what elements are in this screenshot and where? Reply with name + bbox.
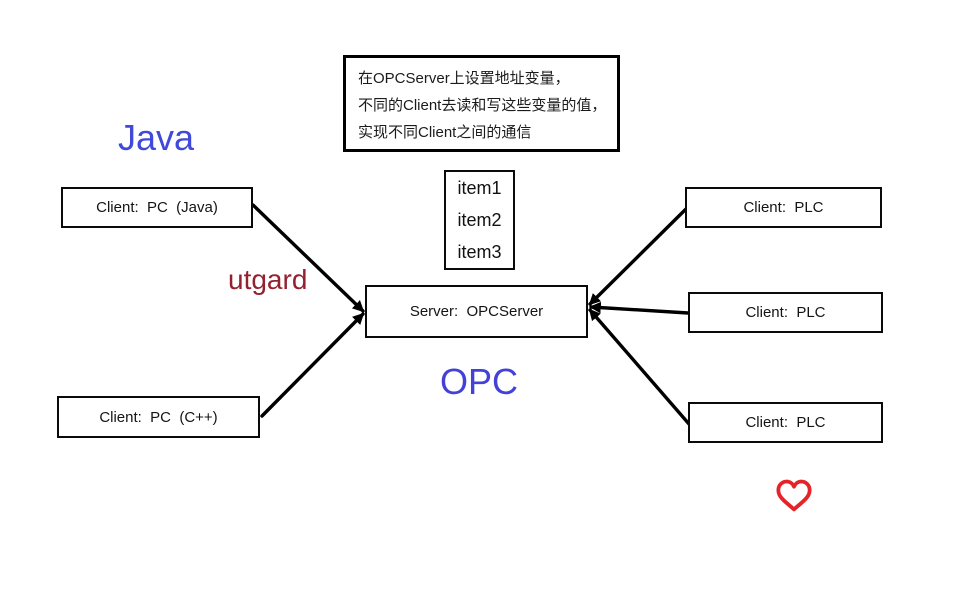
heart-outline-path	[776, 479, 812, 512]
server-box: Server: OPCServer	[365, 285, 588, 338]
client-plc-middle-label: Client: PLC	[745, 304, 826, 321]
connector-line-client-plc-middle-box	[589, 301, 690, 315]
client-plc-bottom-label: Client: PLC	[745, 414, 826, 431]
connector-line-client-plc-bottom-box	[588, 308, 691, 426]
item-3-label: item3	[457, 242, 502, 262]
client-pc-java-box: Client: PC (Java)	[61, 187, 253, 228]
note-text-line-2: 不同的Client去读和写这些变量的值，	[358, 97, 607, 114]
heart-icon	[776, 479, 812, 512]
utgard-annotation: utgard	[228, 264, 308, 295]
note-box: 在OPCServer上设置地址变量， 不同的Client去读和写这些变量的值， …	[343, 55, 620, 152]
item-2-label: item2	[457, 210, 502, 230]
client-plc-middle-box: Client: PLC	[688, 292, 883, 333]
connector-line-client-plc-top-box	[588, 205, 690, 306]
client-plc-top-label: Client: PLC	[743, 199, 824, 216]
client-pc-java-label: Client: PC (Java)	[96, 199, 218, 216]
java-annotation: Java	[118, 117, 195, 158]
opc-annotation: OPC	[440, 361, 519, 402]
items-box: item1 item2 item3	[444, 170, 515, 270]
note-text-line-3: 实现不同Client之间的通信	[358, 124, 532, 141]
client-plc-bottom-box: Client: PLC	[688, 402, 883, 443]
client-pc-cpp-box: Client: PC (C++)	[57, 396, 260, 438]
connector-line-client-pc-cpp-box	[260, 312, 365, 418]
client-pc-cpp-label: Client: PC (C++)	[99, 408, 218, 426]
note-text-line-1: 在OPCServer上设置地址变量，	[358, 70, 570, 87]
item-1-label: item1	[457, 178, 502, 198]
client-plc-top-box: Client: PLC	[685, 187, 882, 228]
server-label: Server: OPCServer	[409, 303, 544, 320]
